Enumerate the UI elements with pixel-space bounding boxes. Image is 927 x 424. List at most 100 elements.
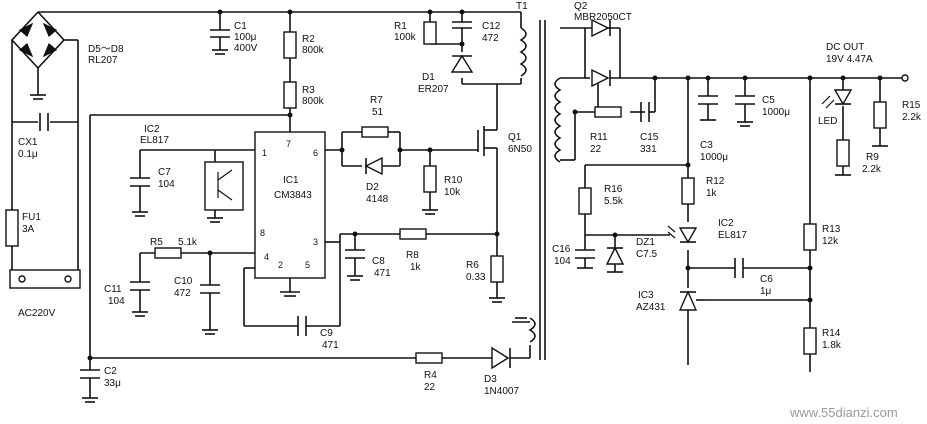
r4-ref: R4: [424, 370, 437, 381]
r15-ref: R15: [902, 100, 921, 111]
ic2b-led: [667, 225, 698, 244]
r5-resistor: [154, 247, 182, 259]
c15-val: 331: [640, 144, 657, 155]
ic1-pin7: 7: [286, 139, 291, 149]
ic3-ref: IC3: [638, 290, 654, 301]
r4-resistor: [415, 352, 443, 364]
c9-capacitor: [297, 316, 310, 336]
ic2a-transistor-symbol: [217, 169, 233, 201]
d2-diode: [364, 156, 383, 176]
c9-ref: C9: [320, 328, 333, 339]
r9-ref: R9: [866, 152, 879, 163]
r16-ref: R16: [604, 184, 623, 195]
ac-plug-pin-r: [64, 275, 72, 283]
c8-val: 471: [374, 268, 391, 279]
ac-plug: [9, 269, 81, 289]
ic2a-val: EL817: [140, 135, 169, 146]
c15-capacitor: [640, 102, 650, 122]
r15-resistor: [873, 101, 887, 129]
fu1-ref: FU1: [22, 212, 41, 223]
watermark: www.55dianzi.com: [789, 405, 898, 420]
bridge-ref: D5～D8: [88, 44, 124, 55]
t1-label: T1: [516, 1, 528, 12]
ic2a-phototransistor: [204, 161, 244, 211]
c15-ref: C15: [640, 132, 659, 143]
r14-resistor: [803, 327, 817, 355]
ground-ic2a: [207, 210, 223, 223]
ic3-shunt-regulator: [678, 290, 705, 311]
ground-bridge: [30, 94, 46, 100]
c11-val: 104: [108, 296, 125, 307]
c10-ref: C10: [174, 276, 193, 287]
ic1-ref: IC1: [283, 175, 299, 186]
ic1-pin4: 4: [264, 252, 269, 262]
c7-ref: C7: [158, 167, 171, 178]
wires: [10, 11, 905, 398]
c16-capacitor: [575, 249, 595, 269]
c7-val: 104: [158, 179, 175, 190]
mains-label: AC220V: [18, 308, 56, 319]
bridge-val: RL207: [88, 55, 118, 66]
ic1-pin3: 3: [313, 237, 318, 247]
dc-out-val: 19V 4.47A: [826, 54, 873, 65]
c11-ref: C11: [104, 284, 122, 295]
r15-val: 2.2k: [902, 112, 922, 123]
c5-capacitor: [735, 95, 755, 127]
c8-ref: C8: [372, 256, 385, 267]
ic1-controller: [254, 131, 326, 279]
r1-val: 100k: [394, 32, 417, 43]
r12-ref: R12: [706, 176, 725, 187]
d2-ref: D2: [366, 182, 379, 193]
cx1-ref: CX1: [18, 137, 38, 148]
transformer-t1: [519, 20, 562, 360]
c16-val: 104: [554, 256, 571, 267]
r1-resistor: [423, 21, 437, 45]
r8-resistor: [399, 228, 427, 240]
c3-val: 1000μ: [700, 152, 728, 163]
c2-val: 33μ: [104, 378, 121, 389]
ic3-val: AZ431: [636, 302, 666, 313]
r11-val: 22: [590, 144, 602, 155]
ic1-pin5: 5: [305, 260, 310, 270]
d3-diode: [491, 346, 511, 370]
c3-ref: C3: [700, 140, 713, 151]
ic1-pin1: 1: [262, 148, 267, 158]
r9-val: 2.2k: [862, 164, 882, 175]
q2-schottky: [591, 18, 611, 88]
r13-ref: R13: [822, 224, 841, 235]
ground-ic1: [280, 291, 300, 297]
ground-r6: [489, 297, 505, 303]
r12-val: 1k: [706, 188, 718, 199]
r13-val: 12k: [822, 236, 839, 247]
d1-val: ER207: [418, 84, 449, 95]
r7-ref: R7: [370, 95, 383, 106]
d2-val: 4148: [366, 194, 389, 205]
r6-val: 0.33: [466, 272, 486, 283]
fu1-val: 3A: [22, 224, 35, 235]
ic1-pin8: 8: [260, 228, 265, 238]
r2-ref: R2: [302, 34, 315, 45]
r7-val: 51: [372, 107, 384, 118]
r11-resistor: [594, 106, 622, 118]
r2-resistor: [283, 31, 297, 59]
q1-val: 6N50: [508, 144, 532, 155]
ic1-pin6: 6: [313, 148, 318, 158]
r16-resistor: [578, 187, 592, 215]
c12-val: 472: [482, 33, 499, 44]
r10-resistor: [423, 165, 437, 193]
dc-out-ref: DC OUT: [826, 42, 864, 53]
r8-ref: R8: [406, 250, 419, 261]
q1-ref: Q1: [508, 132, 522, 143]
ic1-pin2: 2: [278, 260, 283, 270]
q2-ref: Q2: [574, 1, 588, 12]
r14-ref: R14: [822, 328, 841, 339]
junction-dots: [87, 9, 883, 361]
c11-capacitor: [130, 281, 150, 317]
c12-capacitor: [452, 21, 472, 36]
r6-ref: R6: [466, 260, 479, 271]
c7-capacitor: [130, 177, 150, 217]
dz1-ref: DZ1: [636, 237, 655, 248]
c9-val: 471: [322, 340, 339, 351]
ground-r10: [422, 209, 438, 215]
